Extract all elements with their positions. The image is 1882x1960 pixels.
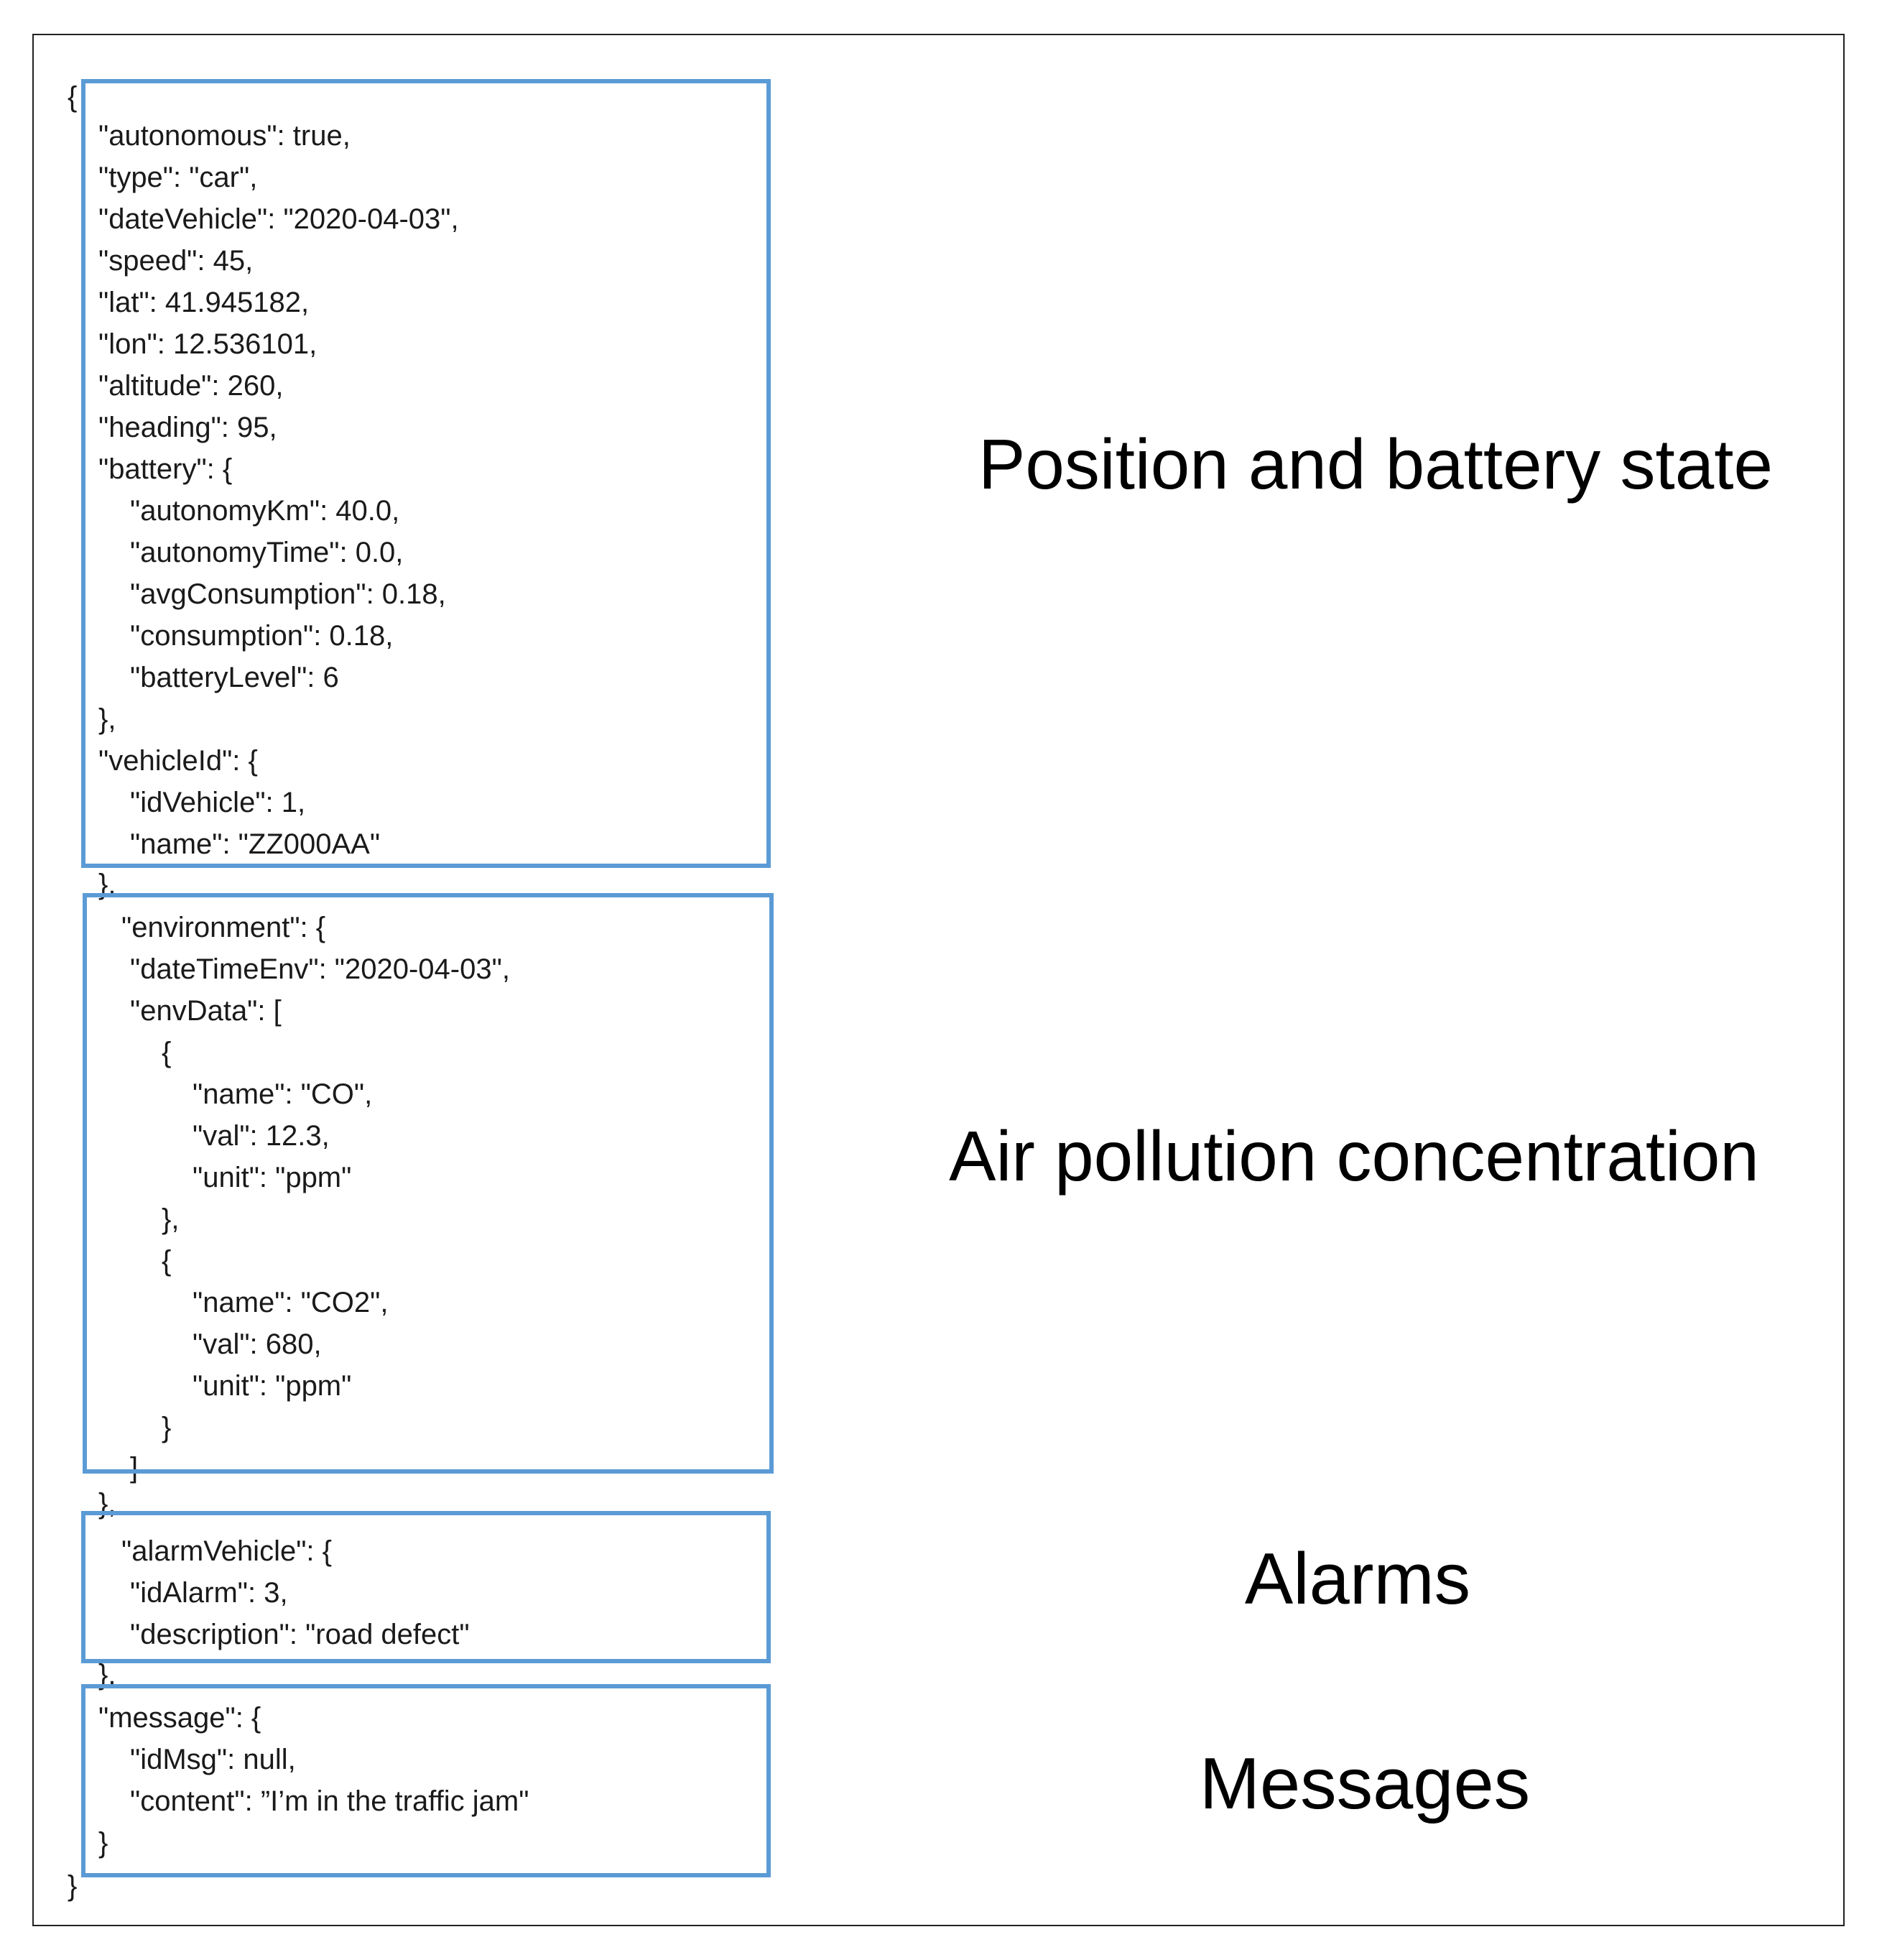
code-line: "message": { bbox=[98, 1702, 261, 1734]
code-line: "content": ”I’m in the traffic jam" bbox=[130, 1785, 529, 1817]
code-line: "idVehicle": 1, bbox=[130, 787, 306, 818]
code-line: } bbox=[98, 1827, 108, 1859]
code-line: "altitude": 260, bbox=[98, 370, 284, 402]
code-line: "alarmVehicle": { bbox=[121, 1535, 332, 1567]
code-line: "envData": [ bbox=[130, 995, 282, 1027]
code-line: "autonomous": true, bbox=[98, 120, 351, 152]
code-line: } bbox=[68, 1870, 78, 1902]
code-line: "speed": 45, bbox=[98, 245, 254, 277]
position-battery-label: Position and battery state bbox=[978, 425, 1773, 504]
code-line: "avgConsumption": 0.18, bbox=[130, 578, 446, 610]
air-pollution-box bbox=[83, 893, 774, 1474]
code-line: "heading": 95, bbox=[98, 412, 277, 443]
air-pollution-label: Air pollution concentration bbox=[949, 1117, 1759, 1196]
code-line: "name": "ZZ000AA" bbox=[130, 828, 381, 860]
code-line: "description": "road defect" bbox=[130, 1619, 470, 1650]
code-line: "type": "car", bbox=[98, 162, 258, 193]
json-code-block: { "autonomous": true, "type": "car", "da… bbox=[0, 0, 529, 1902]
code-line: } bbox=[162, 1412, 172, 1443]
alarms-box bbox=[81, 1511, 771, 1663]
code-line: }, bbox=[98, 703, 116, 735]
code-line: ] bbox=[130, 1452, 139, 1484]
code-line: "lon": 12.536101, bbox=[98, 328, 317, 360]
code-line: { bbox=[162, 1245, 172, 1277]
figure-frame bbox=[32, 34, 1845, 1926]
code-line: "val": 680, bbox=[193, 1328, 322, 1360]
code-line: "dateTimeEnv": "2020-04-03", bbox=[130, 953, 510, 985]
code-line: "unit": "ppm" bbox=[193, 1162, 352, 1193]
code-line: "battery": { bbox=[98, 453, 233, 485]
alarms-label: Alarms bbox=[1244, 1539, 1471, 1619]
code-line: "idAlarm": 3, bbox=[130, 1577, 288, 1609]
position-battery-box bbox=[81, 79, 771, 868]
messages-label: Messages bbox=[1199, 1744, 1531, 1824]
messages-box bbox=[81, 1684, 771, 1877]
code-line: "dateVehicle": "2020-04-03", bbox=[98, 203, 459, 235]
code-line: "unit": "ppm" bbox=[193, 1370, 352, 1402]
code-line: "autonomyKm": 40.0, bbox=[130, 495, 400, 527]
code-line: { bbox=[68, 81, 78, 113]
code-line: "vehicleId": { bbox=[98, 745, 258, 777]
code-line: "consumption": 0.18, bbox=[130, 620, 394, 652]
code-line: "environment": { bbox=[121, 912, 326, 943]
code-line: { bbox=[162, 1037, 172, 1068]
code-line: "idMsg": null, bbox=[130, 1744, 296, 1775]
code-line: "name": "CO2", bbox=[193, 1287, 389, 1318]
code-line: "val": 12.3, bbox=[193, 1120, 330, 1152]
code-line: }, bbox=[162, 1203, 180, 1235]
code-line: "name": "CO", bbox=[193, 1078, 373, 1110]
code-line: "lat": 41.945182, bbox=[98, 287, 310, 318]
code-line: "autonomyTime": 0.0, bbox=[130, 537, 404, 568]
code-line: "batteryLevel": 6 bbox=[130, 662, 339, 693]
